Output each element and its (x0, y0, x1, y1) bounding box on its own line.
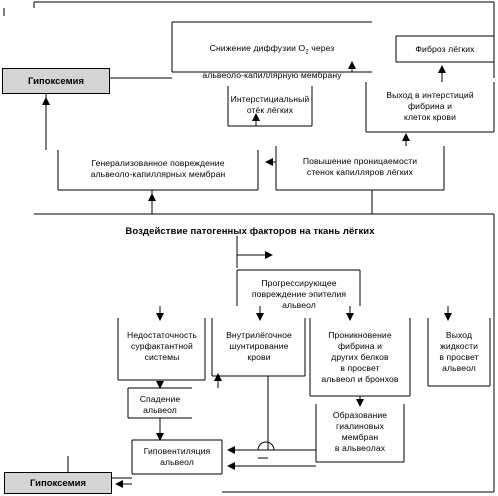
diffusion-decrease-text1-tail: через (308, 43, 335, 53)
fluid-exit-node: Выход жидкости в просвет альвеол (439, 330, 479, 373)
pathogenic-factors-node: Воздействие патогенных факторов на ткань… (125, 226, 375, 237)
lung-fibrosis-node: Фиброз лёгких (415, 44, 475, 54)
epithelium-damage-node: Прогрессирующее повреждение эпителия аль… (251, 278, 347, 310)
generalized-damage-node: Генерализованное повреждение альвеоло-ка… (90, 158, 226, 179)
hypoventilation-node: Гиповентиляция альвеол (143, 446, 211, 467)
fibrin-penetration-node: Проникновение фибрина и других белков в … (321, 330, 399, 384)
interstitial-edema-node: Интерстициальный отёк лёгких (230, 94, 310, 115)
hypoxemia-top-box: Гипоксемия (2, 68, 110, 94)
surfactant-deficiency-node: Недостаточность сурфактантной системы (127, 330, 197, 362)
diffusion-decrease-node: Снижение диффузии О2 через альвеоло-капи… (176, 32, 368, 81)
hypoxemia-bottom-box: Гипоксемия (4, 472, 112, 494)
diffusion-decrease-subscript: 2 (305, 49, 309, 56)
diffusion-decrease-text2: альвеоло-капиллярную мембрану (202, 69, 342, 80)
fibrin-exit-node: Выход в интерстиций фибрина и клеток кро… (386, 90, 474, 122)
alveoli-collapse-node: Спадение альвеол (139, 394, 181, 415)
hypoxemia-top-label: Гипоксемия (27, 75, 84, 87)
hypoxemia-bottom-label: Гипоксемия (29, 477, 86, 489)
diffusion-decrease-text1: Снижение диффузии О (209, 43, 306, 53)
intrapulmonary-shunting-node: Внутрилёгочное шунтирование крови (226, 330, 292, 362)
capillary-permeability-node: Повышение проницаемости стенок капилляро… (302, 156, 418, 177)
hyaline-membranes-node: Образование гиалиновых мембран в альвеол… (332, 410, 388, 453)
